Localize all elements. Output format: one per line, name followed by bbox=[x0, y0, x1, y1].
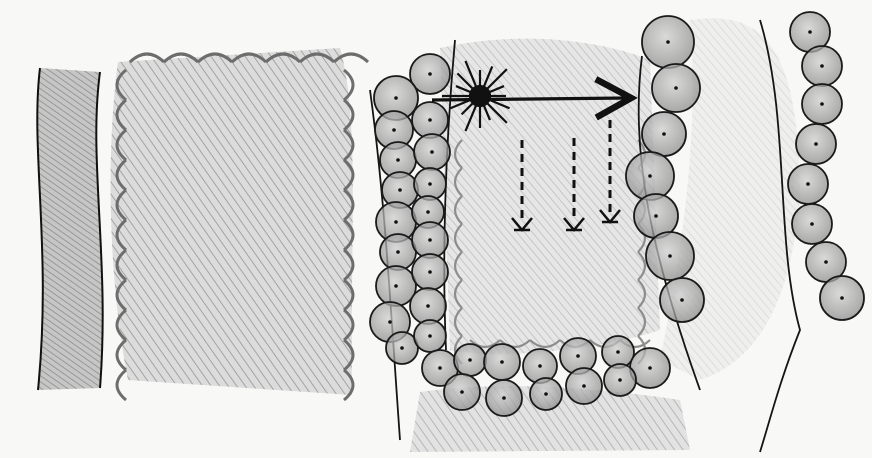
cell bbox=[660, 278, 704, 322]
left-hatched-band bbox=[37, 68, 102, 390]
cell bbox=[380, 234, 416, 270]
cell bbox=[626, 152, 674, 200]
cell bbox=[566, 368, 602, 404]
cell bbox=[642, 112, 686, 156]
cell bbox=[523, 349, 557, 383]
cell bbox=[796, 124, 836, 164]
cell bbox=[376, 266, 416, 306]
cell bbox=[792, 204, 832, 244]
cell bbox=[412, 254, 448, 290]
cell bbox=[530, 378, 562, 410]
cell bbox=[484, 344, 520, 380]
horizontal-arrow bbox=[432, 98, 628, 100]
cell bbox=[414, 134, 450, 170]
cell bbox=[444, 374, 480, 410]
cell bbox=[802, 46, 842, 86]
cell bbox=[604, 364, 636, 396]
cell bbox=[642, 16, 694, 68]
cell bbox=[802, 84, 842, 124]
cell bbox=[820, 276, 864, 320]
cell bbox=[412, 102, 448, 138]
cell bbox=[412, 222, 448, 258]
cell bbox=[486, 380, 522, 416]
cell bbox=[414, 168, 446, 200]
left-scalloped-block bbox=[111, 48, 368, 400]
cell bbox=[410, 288, 446, 324]
cell bbox=[454, 344, 486, 376]
cell bbox=[602, 336, 634, 368]
cell bbox=[414, 320, 446, 352]
burst-core bbox=[470, 86, 490, 106]
cell bbox=[788, 164, 828, 204]
cell bbox=[652, 64, 700, 112]
cell bbox=[646, 232, 694, 280]
